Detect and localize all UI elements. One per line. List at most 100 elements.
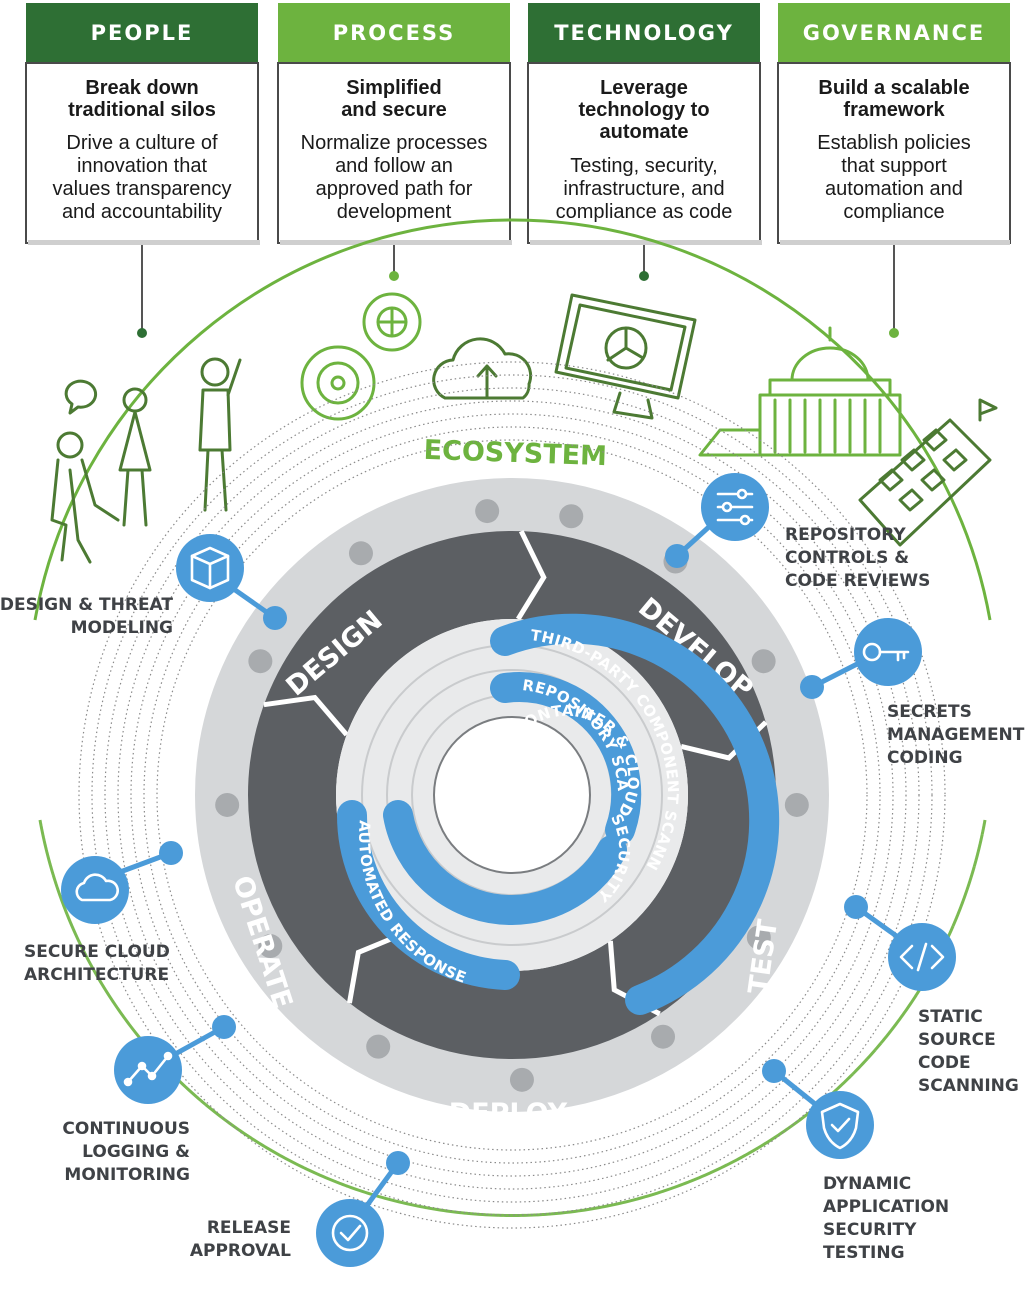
practice-label-line: DESIGN & THREAT [0, 595, 173, 615]
pillar-title-line: Leverage [600, 77, 688, 99]
monitor-illustration [554, 293, 697, 420]
code-brackets-icon [899, 942, 945, 972]
pillar-body-line: compliance as code [556, 201, 733, 223]
blue-bands [336, 613, 780, 1015]
pillar-title-line: Break down [85, 77, 198, 99]
practice-label-line: CODING [887, 748, 963, 768]
ring-dot [559, 504, 584, 529]
people-illustration [50, 357, 242, 564]
ring-dot [366, 1034, 391, 1059]
ring-dot [509, 1067, 534, 1092]
building-illustration [858, 398, 998, 547]
ecosystem-label: ECOSYSTEM [423, 435, 607, 472]
pillar-title-line: and secure [341, 99, 447, 121]
ring-dot [651, 1024, 676, 1049]
pillar-body-line: that support [841, 155, 947, 177]
practice-label-line: CODE [918, 1053, 971, 1073]
cube-icon [190, 546, 230, 590]
practice-label-line: SECURE CLOUD [24, 942, 170, 962]
pillar-body-line: Normalize processes [301, 132, 488, 154]
practice-label-line: SCANNING [918, 1076, 1019, 1096]
practice-label-line: APPLICATION [823, 1197, 949, 1217]
checkmark-circle-icon [331, 1214, 369, 1252]
practice-dast: DYNAMIC APPLICATION SECURITY TESTING [762, 1059, 949, 1263]
pillar-body-line: compliance [843, 201, 944, 223]
pillar-body-line: approved path for [316, 178, 473, 200]
practice-label-line: MONITORING [64, 1165, 190, 1185]
practice-label-line: ARCHITECTURE [24, 965, 169, 985]
practice-label-line: DYNAMIC [823, 1174, 911, 1194]
band-automated-response [336, 800, 520, 990]
phase-chevron [347, 931, 405, 1004]
practice-cloud-arch: SECURE CLOUD ARCHITECTURE [24, 841, 183, 985]
pillar-body-line: infrastructure, and [563, 178, 724, 200]
phase-ring [248, 531, 776, 1059]
pillar-heading: PROCESS [333, 21, 455, 45]
ecosystem-arc [33, 218, 992, 621]
pillar-body-line: innovation that [77, 155, 208, 177]
pillar-body-line: automation and [825, 178, 963, 200]
center-hub [433, 716, 591, 874]
ring-dot [784, 792, 809, 817]
capitol-illustration [698, 326, 902, 457]
practice-logging: CONTINUOUS LOGGING & MONITORING [62, 1015, 236, 1185]
pillar-heading: TECHNOLOGY [554, 21, 734, 45]
practice-repo-controls: REPOSITORY CONTROLS & CODE REVIEWS [665, 473, 930, 591]
practice-static-scan: STATIC SOURCE CODE SCANNING [844, 895, 1019, 1096]
sliders-icon [716, 488, 754, 526]
band-repository [490, 672, 642, 845]
practice-label-line: SECRETS [887, 702, 972, 722]
pillar-process: PROCESS Simplified and secure Normalize … [277, 3, 512, 245]
key-icon [862, 642, 910, 662]
cloud-icon [75, 873, 119, 902]
line-graph-icon [123, 1051, 173, 1087]
practice-label-line: LOGGING & [82, 1142, 190, 1162]
practice-label-line: CONTINUOUS [62, 1119, 190, 1139]
pillar-body-line: and accountability [62, 201, 222, 223]
phase-chevron [263, 694, 349, 737]
pillar-title-line: technology to [578, 99, 709, 121]
band-third-party [490, 613, 780, 1015]
pillar-title-line: framework [843, 99, 945, 121]
practice-label-line: CONTROLS & [785, 548, 909, 568]
practice-label-line: CODE REVIEWS [785, 571, 930, 591]
ring-dot [258, 934, 283, 959]
dotted-rings [78, 361, 946, 1229]
practice-release: RELEASE APPROVAL [190, 1151, 410, 1267]
pillar-title-line: Build a scalable [818, 77, 969, 99]
practice-label-line: STATIC [918, 1007, 983, 1027]
pillar-body-line: development [337, 201, 452, 223]
practice-label-line: MANAGEMENT [887, 725, 1025, 745]
pillar-body-line: Testing, security, [570, 155, 717, 177]
ring-dot [348, 541, 373, 566]
pillar-body-line: and follow an [335, 155, 453, 177]
pillar-body-line: Establish policies [817, 132, 970, 154]
pillar-technology: TECHNOLOGY Leverage technology to automa… [527, 3, 762, 245]
practice-label-line: SECURITY [823, 1220, 917, 1240]
band-container-inner [383, 800, 627, 926]
pillar-connectors [137, 245, 899, 338]
pillar-people: PEOPLE Break down traditional silos Driv… [25, 3, 260, 245]
practice-label-line: RELEASE [207, 1218, 291, 1238]
practice-label-line: TESTING [823, 1243, 905, 1263]
ring-dot [475, 499, 500, 524]
shield-check-icon [820, 1102, 860, 1150]
ring-dot [248, 649, 273, 674]
ring-dot [746, 925, 771, 950]
pillar-title-line: traditional silos [68, 99, 216, 121]
practice-label-line: REPOSITORY [785, 525, 906, 545]
ring-dot [215, 792, 240, 817]
pillar-governance: GOVERNANCE Build a scalable framework Es… [777, 3, 1011, 245]
pillar-body-line: Drive a culture of [66, 132, 218, 154]
pillar-title-line: automate [600, 121, 689, 143]
ring-dot [751, 649, 776, 674]
practice-design-threat: DESIGN & THREAT MODELING [0, 534, 287, 638]
outer-green-arc-lower [38, 819, 987, 1217]
practice-secrets: SECRETS MANAGEMENT CODING [800, 618, 1025, 768]
practice-label-line: MODELING [71, 618, 173, 638]
pillar-title-line: Simplified [346, 77, 442, 99]
pillar-body-line: values transparency [53, 178, 232, 200]
practice-label-line: SOURCE [918, 1030, 996, 1050]
